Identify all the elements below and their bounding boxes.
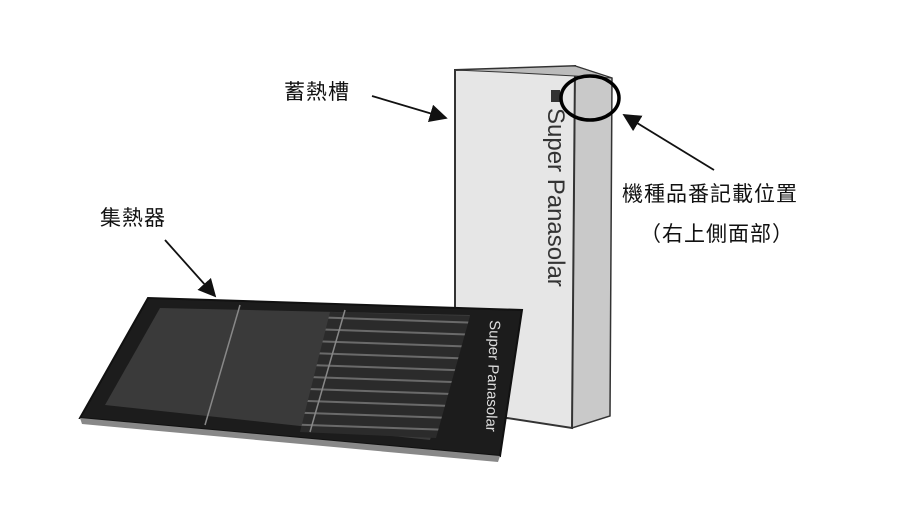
- tank-arrow: [371, 95, 448, 123]
- label-model-location-sub: （右上側面部）: [640, 222, 794, 246]
- label-storage-tank: 蓄熱槽: [284, 80, 350, 104]
- highlight-circle: [559, 74, 621, 122]
- label-collector: 集熱器: [100, 206, 166, 230]
- label-model-location: 機種品番記載位置: [622, 182, 798, 206]
- model-location-arrow: [622, 114, 715, 171]
- tank-brand-text: Super Panasolar: [542, 108, 569, 287]
- solar-collector: Super Panasolar: [78, 296, 524, 462]
- collector-brand-text: Super Panasolar: [482, 320, 503, 432]
- collector-arrow: [164, 239, 217, 298]
